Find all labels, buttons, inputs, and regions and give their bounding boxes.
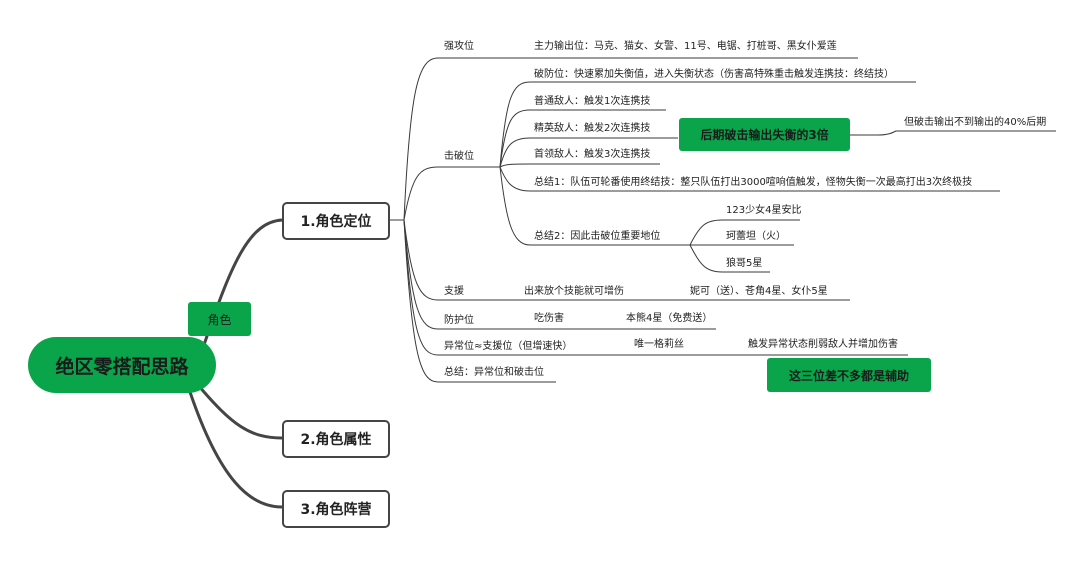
branch-role-position[interactable]: 1.角色定位 xyxy=(282,202,390,240)
node-summary2-item-2[interactable]: 珂蕾坦（火） xyxy=(726,231,786,242)
node-support-chars[interactable]: 妮可（送）、苍角4星、女仆5星 xyxy=(690,286,828,297)
link-callout-note xyxy=(850,130,1056,136)
link-anomaly xyxy=(403,219,628,356)
node-attack-desc[interactable]: 主力输出位：马克、猫女、女警、11号、电锯、打桩哥、黑女仆爱莲 xyxy=(534,41,837,52)
link-s2-a xyxy=(689,219,800,246)
node-break-item-3[interactable]: 精英敌人：触发2次连携技 xyxy=(534,123,651,134)
link-root-branch2 xyxy=(196,384,283,440)
link-summary xyxy=(403,219,556,383)
link-break-item6 xyxy=(499,166,690,246)
link-defense xyxy=(403,219,528,330)
node-anomaly[interactable]: 异常位≈支援位（但增速快） xyxy=(444,341,573,352)
node-summary[interactable]: 总结：异常位和破击位 xyxy=(444,367,544,378)
node-defense-char[interactable]: 本熊4星（免费送） xyxy=(626,313,713,324)
node-support-desc[interactable]: 出来放个技能就可增伤 xyxy=(524,286,624,297)
link-break-item4 xyxy=(499,163,660,168)
link-support xyxy=(403,219,518,301)
branch-role-attribute[interactable]: 2.角色属性 xyxy=(282,420,390,458)
link-break xyxy=(403,166,439,221)
node-break-item-6[interactable]: 总结2：因此击破位重要地位 xyxy=(534,231,661,242)
node-defense[interactable]: 防护位 xyxy=(444,315,474,326)
node-summary2-item-1[interactable]: 123少女4星安比 xyxy=(726,205,802,216)
break-callout-note[interactable]: 但破击输出不到输出的40%后期 xyxy=(904,117,1047,128)
node-break-item-1[interactable]: 破防位：快速累加失衡值，进入失衡状态（伤害高特殊重击触发连携技：终结技） xyxy=(534,69,894,80)
node-defense-desc[interactable]: 吃伤害 xyxy=(534,313,564,324)
link-root-branch3 xyxy=(188,391,283,509)
summary-callout[interactable]: 这三位差不多都是辅助 xyxy=(767,358,931,392)
branch-role-faction[interactable]: 3.角色阵营 xyxy=(282,490,390,528)
break-callout[interactable]: 后期破击输出失衡的3倍 xyxy=(679,118,850,151)
link-attack xyxy=(403,57,528,221)
node-break[interactable]: 击破位 xyxy=(444,151,474,162)
node-break-item-4[interactable]: 首领敌人：触发3次连携技 xyxy=(534,149,651,160)
node-anomaly-char[interactable]: 唯一格莉丝 xyxy=(634,339,684,350)
node-anomaly-desc[interactable]: 触发异常状态削弱敌人并增加伤害 xyxy=(748,339,898,350)
link-break-item1 xyxy=(499,81,916,168)
node-support[interactable]: 支援 xyxy=(444,286,464,297)
node-break-item-5[interactable]: 总结1：队伍可轮番使用终结技：整只队伍打出3000喧响值触发，怪物失衡一次最高打… xyxy=(534,177,973,188)
node-summary2-item-3[interactable]: 狼哥5星 xyxy=(726,258,763,269)
link-break-item5 xyxy=(499,166,1000,192)
link-break-item2 xyxy=(499,109,666,168)
link-s2-c xyxy=(689,244,770,273)
link-break-item3 xyxy=(499,137,678,168)
root-tag[interactable]: 角色 xyxy=(188,302,251,336)
root-node[interactable]: 绝区零搭配思路 xyxy=(28,337,216,393)
node-attack[interactable]: 强攻位 xyxy=(444,41,474,52)
node-break-item-2[interactable]: 普通敌人：触发1次连携技 xyxy=(534,96,651,107)
